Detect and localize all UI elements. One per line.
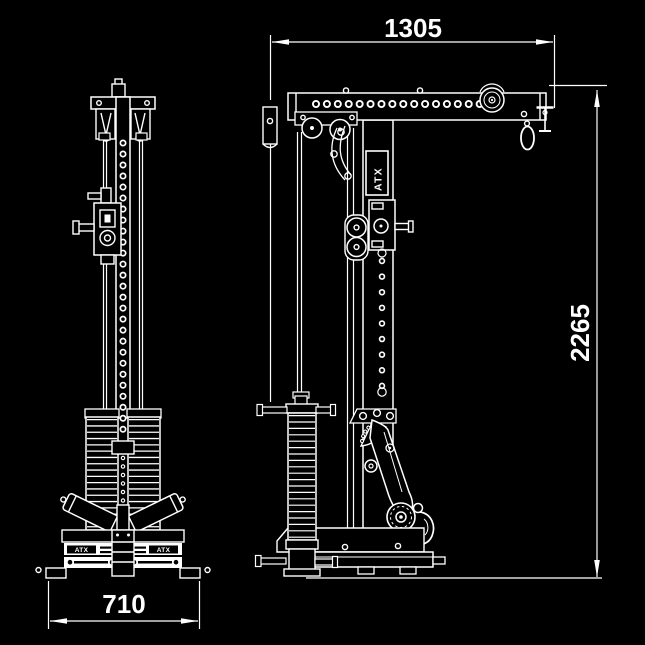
- top-stub: [111, 83, 126, 98]
- foot-left: [45, 567, 67, 579]
- selector-block: [111, 440, 135, 455]
- anchor-bolt: [35, 566, 42, 574]
- atx-logo-chip-left: [67, 545, 96, 554]
- lever-arm: [359, 418, 416, 532]
- arrowhead-right: [181, 618, 198, 624]
- arrowhead-right: [536, 39, 553, 45]
- atx-logo-front-left: ATX: [75, 547, 89, 554]
- arrowhead-left: [272, 39, 289, 45]
- arrowhead-left: [50, 618, 67, 624]
- bolt: [143, 99, 150, 106]
- atx-logo-side-column: ATX: [373, 167, 385, 191]
- dimension-label-base-width: 710: [102, 589, 145, 619]
- pull-pin: [77, 223, 95, 232]
- bolt: [95, 99, 102, 106]
- anchor-bolt: [204, 566, 211, 574]
- double-pulley-block: [344, 214, 369, 261]
- curved-link-arm: [330, 125, 352, 181]
- side-view: ATX: [254, 83, 602, 579]
- dimension-base-width: 710: [47, 581, 201, 629]
- column-bottom-bracket: [348, 408, 397, 424]
- carriage-pin: [394, 222, 410, 231]
- dimension-top-width: 1305: [269, 13, 556, 108]
- snap-hook: [520, 120, 535, 151]
- height-adjuster-trolley: [72, 187, 122, 265]
- side-column-logo-band: ATX: [365, 150, 389, 196]
- arm-roller: [386, 502, 416, 532]
- dimension-total-height: 2265: [549, 84, 607, 577]
- base-foot: [399, 566, 417, 575]
- front-rails: [346, 128, 355, 528]
- arrowhead-down: [594, 560, 600, 577]
- center-base-post: [111, 529, 135, 577]
- dimension-label-total-height: 2265: [565, 304, 595, 362]
- column-carriage: [368, 199, 414, 251]
- front-base: ATX ATX: [35, 529, 211, 579]
- cables: [269, 128, 303, 402]
- foot-right: [179, 567, 201, 579]
- atx-logo-front-right: ATX: [157, 547, 171, 554]
- base-foot: [357, 566, 375, 575]
- dimension-label-top-width: 1305: [384, 13, 442, 43]
- toggle-pin: [536, 106, 554, 132]
- column-holes: [377, 248, 387, 397]
- side-weight-stack: [254, 391, 339, 577]
- front-view: ATX ATX: [35, 78, 211, 579]
- atx-logo-chip-right: [149, 545, 178, 554]
- arrowhead-up: [594, 90, 600, 107]
